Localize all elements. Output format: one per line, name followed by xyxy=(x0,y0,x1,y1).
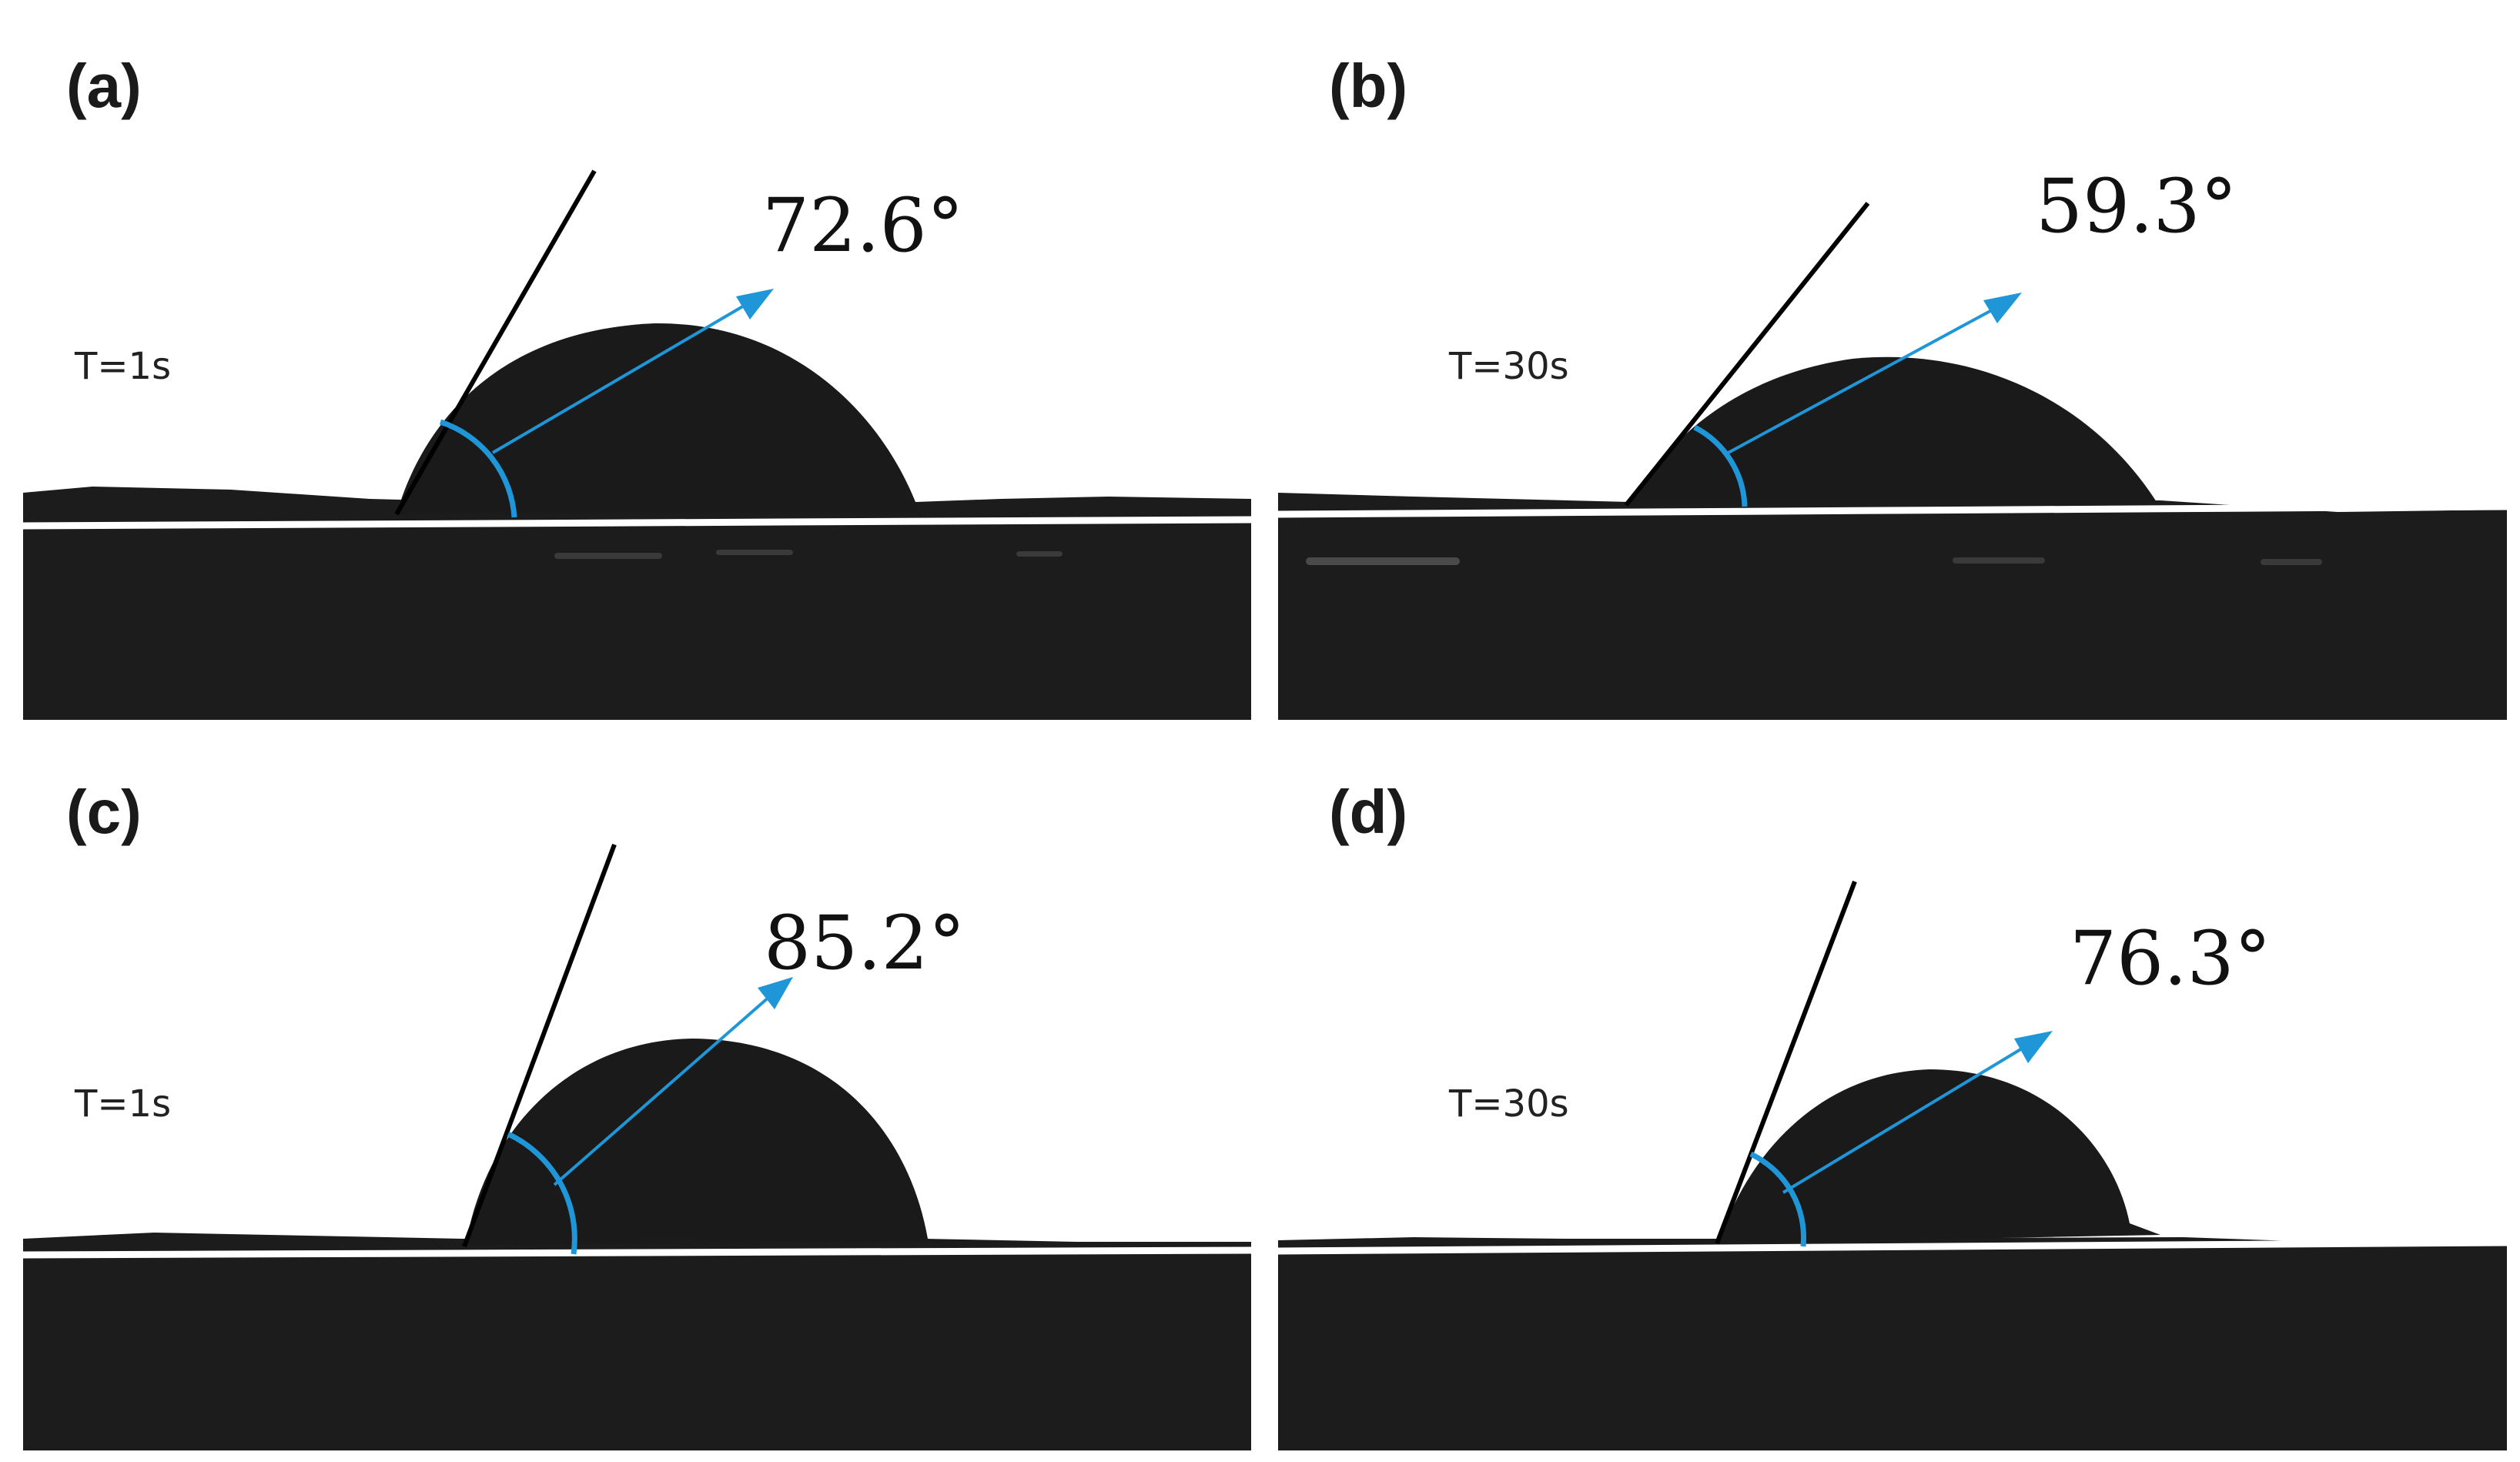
droplet-image-c xyxy=(22,843,1252,1450)
droplet-c xyxy=(466,1039,947,1245)
time-label: T=30s xyxy=(1449,345,1569,388)
time-label: T=30s xyxy=(1449,1082,1569,1126)
baseline-b xyxy=(1277,503,2508,518)
baseline-c xyxy=(22,1246,1252,1259)
tangent-line-c xyxy=(462,843,617,1248)
panel-c: (c) T=1s 85.2° xyxy=(0,731,1260,1462)
baseline-d xyxy=(1277,1239,2508,1255)
droplet-b xyxy=(1629,356,2157,502)
panel-label: (b) xyxy=(1329,52,1408,120)
contact-angle-label: 85.2° xyxy=(764,900,965,986)
substrate-c xyxy=(23,1233,1251,1450)
angle-arc-b xyxy=(1693,424,1748,507)
arrow-line-b xyxy=(1725,305,2000,456)
arrow-head-d xyxy=(2014,1031,2053,1063)
arrow-head-b xyxy=(1983,293,2022,323)
panel-label: (d) xyxy=(1329,778,1408,846)
tangent-line-a xyxy=(394,169,597,516)
droplet-image-d xyxy=(1277,880,2508,1450)
arrow-head-a xyxy=(736,289,774,319)
angle-arc-a xyxy=(439,419,517,518)
time-label: T=1s xyxy=(75,345,172,388)
arrow-head-c xyxy=(758,977,793,1009)
panel-label: (a) xyxy=(66,52,142,120)
angle-arc-d xyxy=(1749,1151,1807,1247)
substrate-b xyxy=(1278,493,2507,720)
droplet-image-a xyxy=(22,169,1252,720)
panel-b: (b) T=30s 59.3° xyxy=(1260,0,2520,731)
angle-arc-c xyxy=(507,1131,577,1255)
arrow-line-c xyxy=(553,995,771,1186)
contact-angle-label: 59.3° xyxy=(2036,163,2237,249)
tangent-line-d xyxy=(1715,880,1857,1245)
droplet-a xyxy=(397,323,920,514)
droplet-image-b xyxy=(1277,202,2508,720)
panel-d: (d) T=30s 76.3° xyxy=(1260,731,2520,1462)
panel-a: (a) T=1s 72.6° xyxy=(0,0,1260,731)
baseline-a xyxy=(22,516,1252,530)
droplet-d xyxy=(1718,1069,2160,1243)
panel-label: (c) xyxy=(66,778,142,846)
contact-angle-label: 76.3° xyxy=(2070,915,2271,1002)
tangent-line-b xyxy=(1624,202,1870,507)
substrate-d xyxy=(1278,1237,2507,1450)
substrate-a xyxy=(23,487,1251,720)
arrow-line-a xyxy=(491,300,752,454)
time-label: T=1s xyxy=(75,1082,172,1126)
arrow-line-d xyxy=(1782,1045,2027,1194)
contact-angle-label: 72.6° xyxy=(762,182,964,269)
